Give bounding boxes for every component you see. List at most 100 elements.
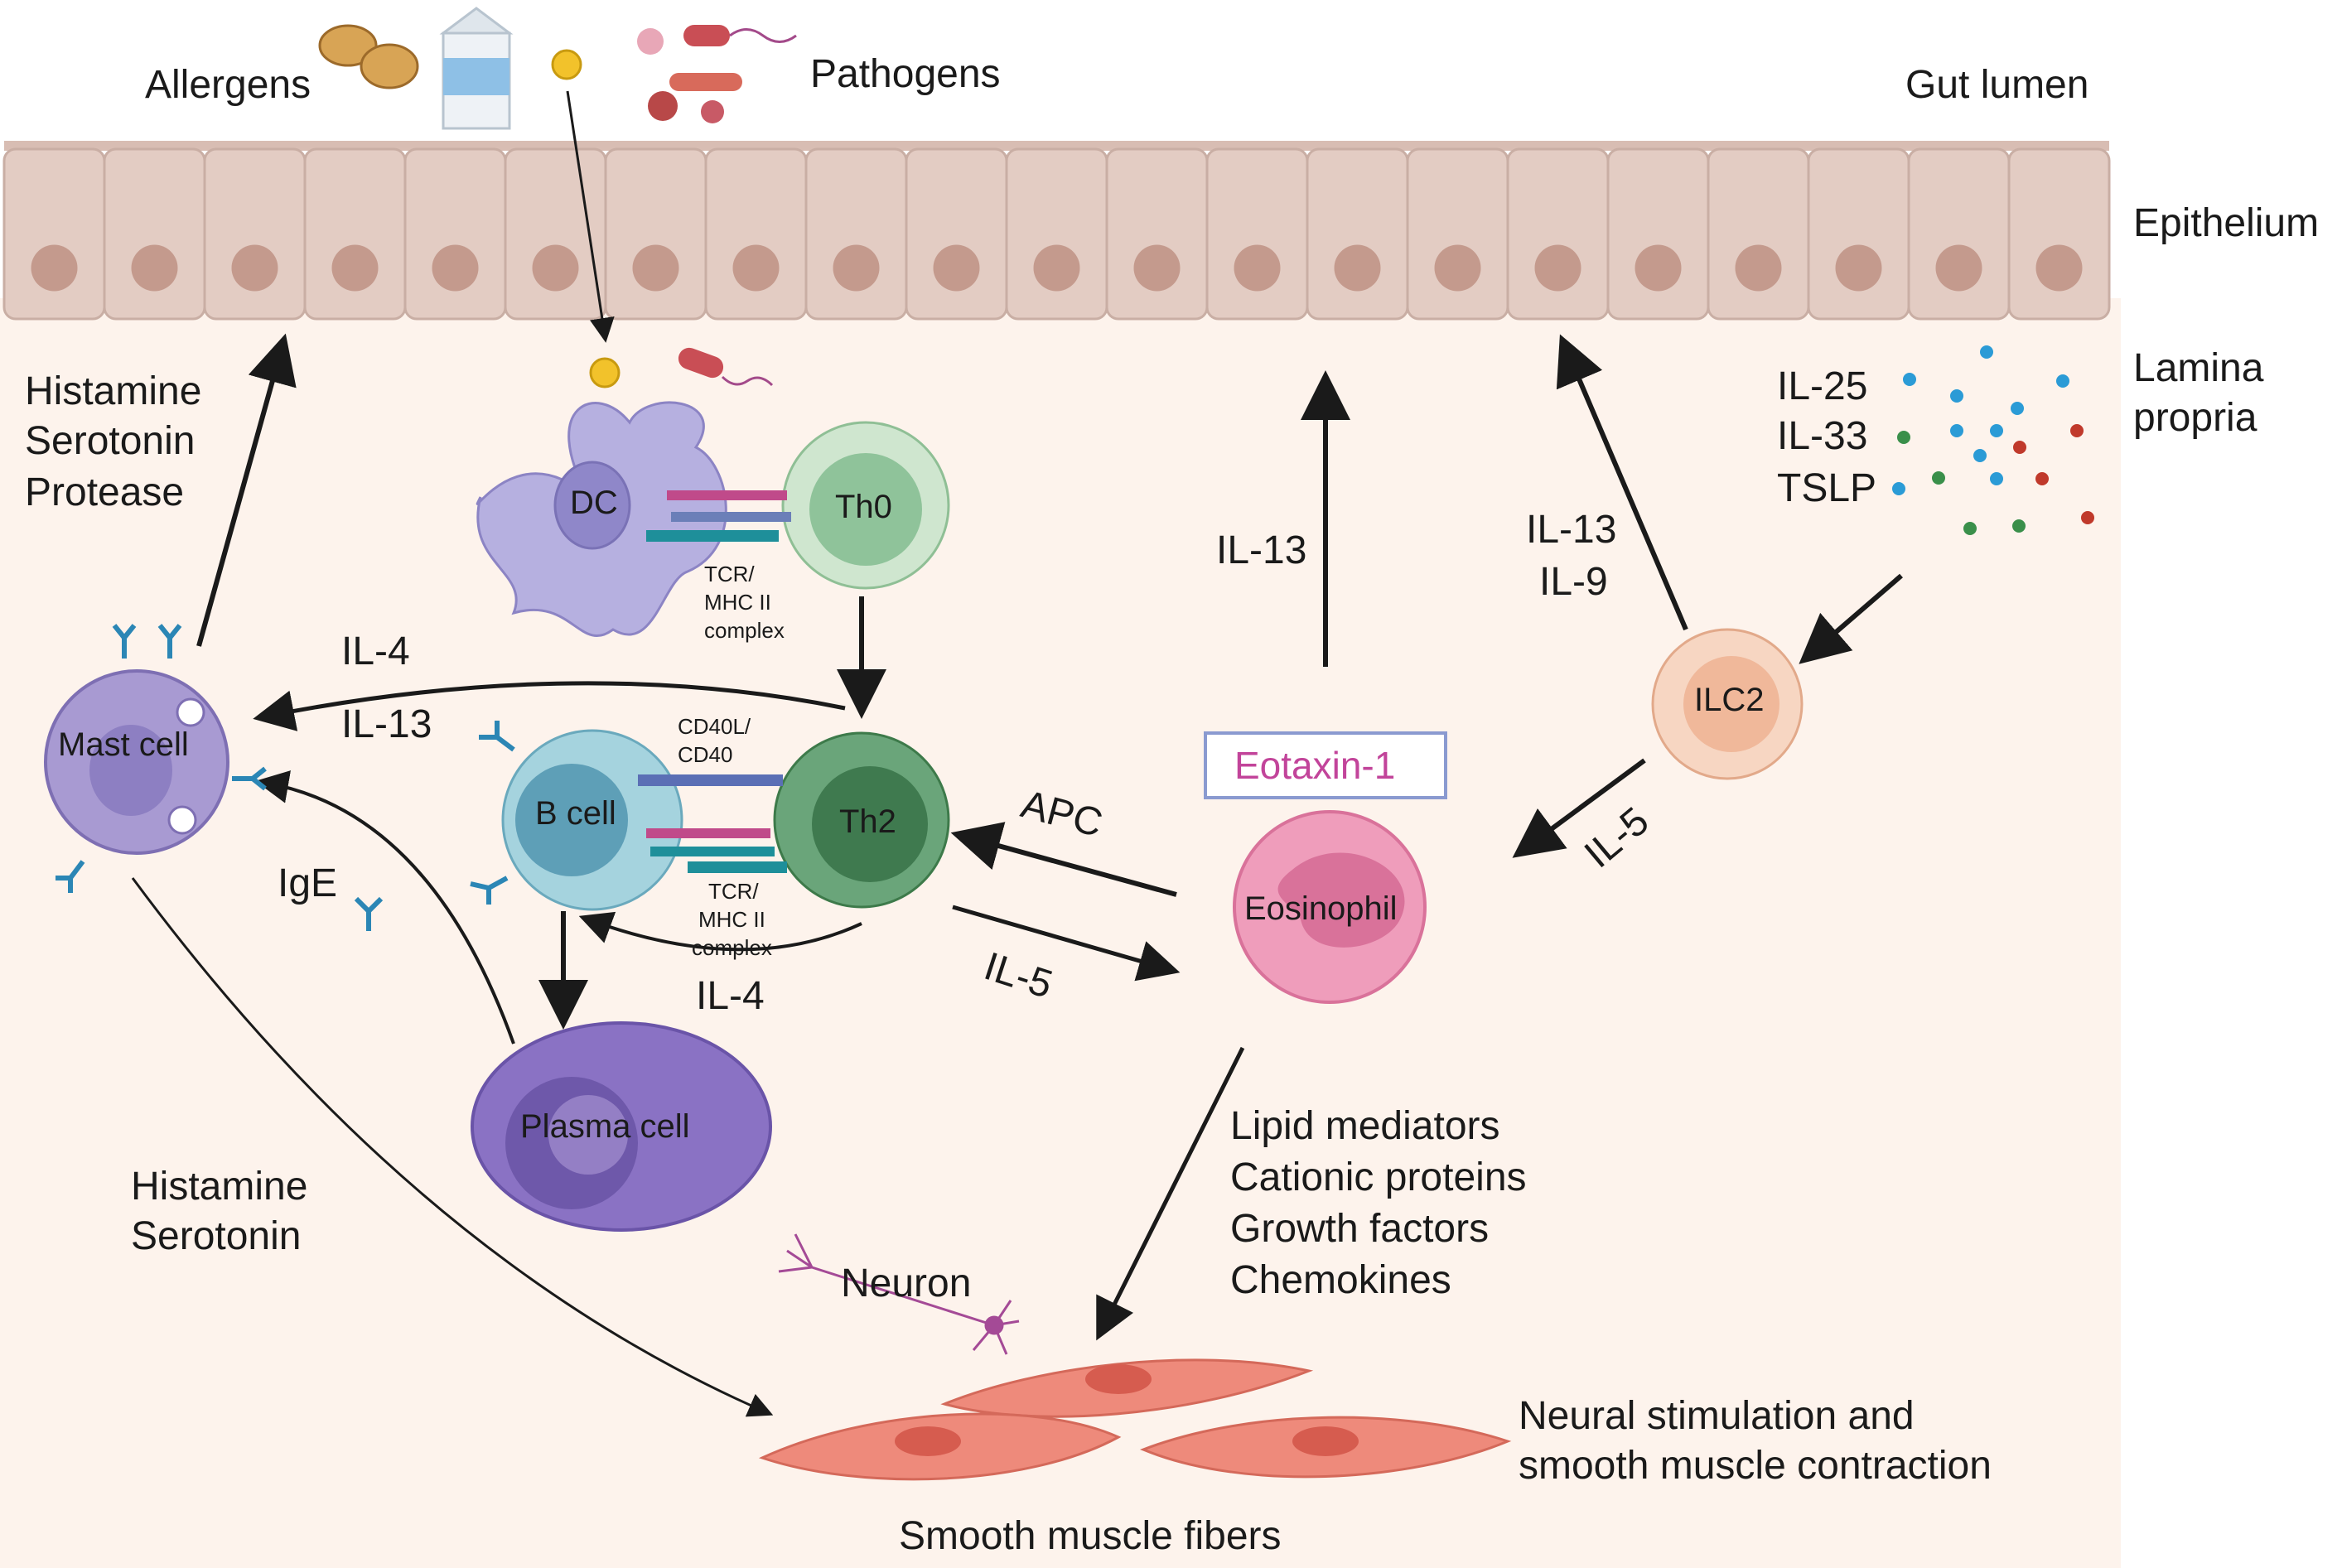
epithelial-cell xyxy=(1406,147,1509,321)
cytokine-dot xyxy=(1950,424,1963,437)
mast-release-label-1: Histamine xyxy=(25,369,201,413)
epithelium-label: Epithelium xyxy=(2133,201,2319,245)
ilc2-label: ILC2 xyxy=(1694,682,1765,718)
peanut-icon xyxy=(318,24,419,89)
eos-release-label-2: Cationic proteins xyxy=(1230,1155,1527,1199)
cytokine-dot xyxy=(1932,471,1945,485)
il33-label: IL-33 xyxy=(1777,414,1867,458)
cytokine-dot xyxy=(1897,431,1910,444)
epithelial-nucleus xyxy=(1334,244,1381,292)
eos-release-label-1: Lipid mediators xyxy=(1230,1104,1500,1148)
mast-sm-label-1: Histamine xyxy=(131,1165,307,1209)
epithelial-cell xyxy=(905,147,1008,321)
epithelial-cell xyxy=(1005,147,1108,321)
epithelial-nucleus xyxy=(2035,244,2083,292)
epithelial-nucleus xyxy=(1534,244,1581,292)
cytokine-dot xyxy=(2035,472,2049,485)
eosinophil-label: Eosinophil xyxy=(1244,890,1398,927)
cytokine-dot xyxy=(2012,519,2026,533)
epithelial-cell xyxy=(804,147,908,321)
tcr-top-label-1: TCR/ xyxy=(704,562,755,586)
pathogens-icon xyxy=(637,25,797,123)
il13-mast-label: IL-13 xyxy=(341,702,432,746)
epithelial-nucleus xyxy=(231,244,278,292)
epithelial-cell xyxy=(203,147,307,321)
epithelial-nucleus xyxy=(1735,244,1782,292)
epithelial-cell xyxy=(403,147,507,321)
neuron-label: Neuron xyxy=(841,1262,971,1305)
epithelial-nucleus xyxy=(1935,244,1982,292)
mast-release-label-3: Protease xyxy=(25,470,184,514)
epithelial-cell xyxy=(1606,147,1710,321)
tcr-top-label-2: MHC II xyxy=(704,590,771,615)
il25-label: IL-25 xyxy=(1777,364,1867,408)
ilc2-il9-label: IL-9 xyxy=(1539,560,1608,604)
epithelial-nucleus xyxy=(1635,244,1682,292)
epithelial-nucleus xyxy=(1234,244,1281,292)
epithelial-cell xyxy=(1205,147,1309,321)
plasma-cell-label: Plasma cell xyxy=(520,1108,690,1145)
th2-cell xyxy=(773,731,950,909)
epithelial-cell xyxy=(103,147,206,321)
epithelial-cell xyxy=(604,147,707,321)
tcr-bottom-label-2: MHC II xyxy=(698,907,765,932)
tcr-bottom-label-1: TCR/ xyxy=(708,879,759,904)
epithelial-nucleus xyxy=(933,244,980,292)
epithelial-nucleus xyxy=(1835,244,1882,292)
epithelial-cell xyxy=(704,147,808,321)
epithelial-nucleus xyxy=(31,244,78,292)
cd40-complex xyxy=(638,774,783,786)
pollen-icon xyxy=(551,49,582,80)
epithelial-cell xyxy=(2,147,106,321)
dc-label: DC xyxy=(570,485,618,521)
tcr-bottom-label-3: complex xyxy=(692,935,772,960)
lamina-propria-label-1: Lamina xyxy=(2133,346,2264,390)
epithelial-nucleus xyxy=(131,244,178,292)
eotaxin-box xyxy=(1204,731,1447,799)
epithelial-nucleus xyxy=(732,244,780,292)
ige-label: IgE xyxy=(278,861,337,905)
epithelial-cell xyxy=(1807,147,1910,321)
pathogens-label: Pathogens xyxy=(810,52,1001,96)
milk-carton-icon xyxy=(439,7,514,130)
epithelial-nucleus xyxy=(432,244,479,292)
cytokine-dot xyxy=(1950,389,1963,403)
cytokine-dot xyxy=(1990,424,2003,437)
outcome-label-1: Neural stimulation and xyxy=(1519,1394,1915,1438)
cytokine-dot xyxy=(2056,374,2069,388)
cytokine-dot xyxy=(2013,441,2026,454)
smooth-muscle-label: Smooth muscle fibers xyxy=(899,1514,1282,1558)
pathway-arrows xyxy=(131,90,1903,1417)
epithelial-cell xyxy=(1907,147,2011,321)
eotaxin-label: Eotaxin-1 xyxy=(1234,744,1395,787)
il4-bcell-label: IL-4 xyxy=(696,974,765,1018)
epithelial-cell xyxy=(1306,147,1409,321)
mast-cell-label: Mast cell xyxy=(58,726,189,763)
cytokine-dot xyxy=(2081,511,2094,524)
il4-mast-label: IL-4 xyxy=(341,630,410,673)
tslp-label: TSLP xyxy=(1777,466,1876,510)
cytokine-dot xyxy=(1980,345,1993,359)
cd40-label-2: CD40 xyxy=(678,742,732,767)
cytokine-dot xyxy=(1903,373,1916,386)
epithelial-nucleus xyxy=(1434,244,1481,292)
cytokine-dot xyxy=(1973,449,1987,462)
bacterium-icon-lamina xyxy=(678,347,774,387)
mast-sm-label-2: Serotonin xyxy=(131,1214,301,1258)
epithelial-cell xyxy=(1105,147,1209,321)
epithelial-nucleus xyxy=(833,244,880,292)
epithelial-nucleus xyxy=(1133,244,1181,292)
cytokine-dot xyxy=(2070,424,2084,437)
lamina-propria-background xyxy=(0,298,2121,1568)
mast-release-label-2: Serotonin xyxy=(25,419,195,463)
tcr-complex-bottom xyxy=(646,828,787,873)
th0-label: Th0 xyxy=(835,489,892,525)
b-cell-label: B cell xyxy=(535,795,616,832)
eos-release-label-3: Growth factors xyxy=(1230,1207,1489,1251)
dendritic-cell xyxy=(476,401,727,637)
epithelial-cell xyxy=(2007,147,2111,321)
epithelial-nucleus xyxy=(1033,244,1080,292)
epithelium-layer xyxy=(2,141,2111,321)
ige-receptor-icons xyxy=(56,624,267,893)
